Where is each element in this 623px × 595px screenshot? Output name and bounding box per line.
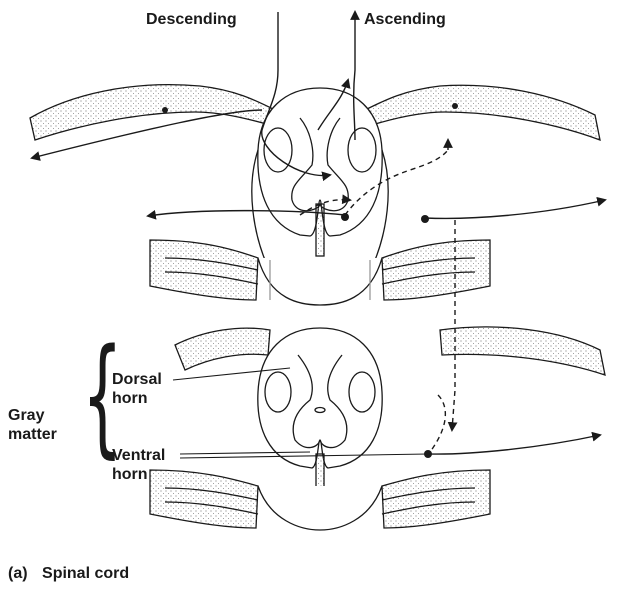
lower-cord-outline bbox=[258, 328, 382, 468]
lower-left-ventral-root bbox=[150, 470, 258, 528]
upper-right-dorsal-root bbox=[365, 85, 600, 140]
caption: (a) Spinal cord bbox=[8, 564, 129, 583]
upper-left-ventral-root bbox=[150, 240, 258, 300]
lower-segment bbox=[150, 327, 605, 530]
ascending-label: Ascending bbox=[364, 10, 446, 29]
descending-label: Descending bbox=[146, 10, 237, 29]
lower-left-dorsal-root bbox=[175, 328, 270, 370]
caption-text: Spinal cord bbox=[42, 565, 129, 582]
upper-segment bbox=[30, 85, 600, 305]
lower-right-motor-arc bbox=[428, 435, 600, 454]
gray-matter-label: Gray matter bbox=[8, 406, 57, 444]
lower-right-dorsal-root bbox=[440, 327, 605, 375]
ascending-pathway bbox=[354, 12, 355, 140]
upper-right-motor-arc bbox=[425, 200, 605, 218]
lower-right-ventral-root bbox=[382, 470, 490, 528]
gray-matter-brace: { bbox=[82, 334, 123, 462]
caption-tag: (a) bbox=[8, 565, 28, 582]
upper-right-ventral-root bbox=[382, 240, 490, 300]
